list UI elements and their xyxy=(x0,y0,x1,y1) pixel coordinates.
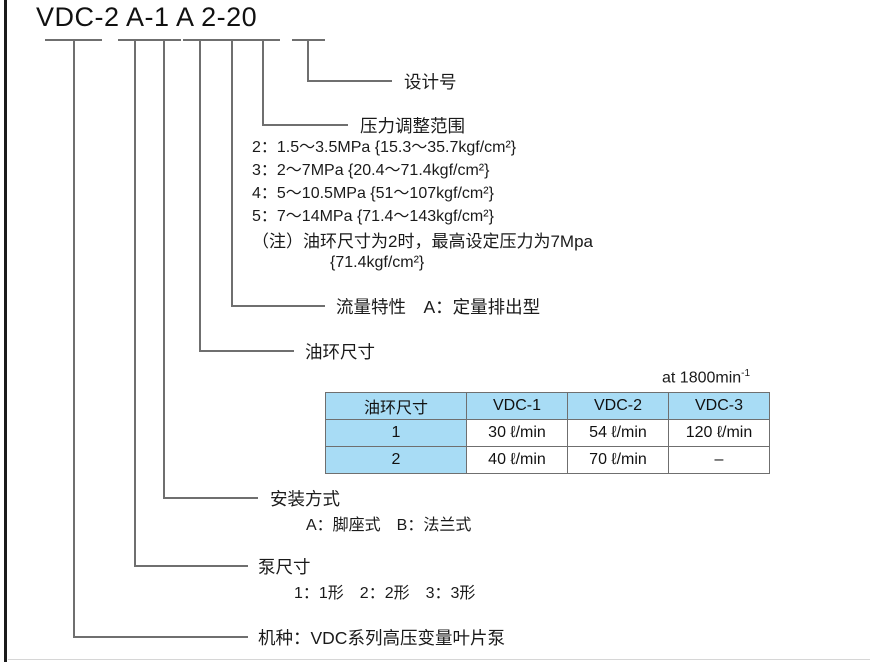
page-left-rule xyxy=(4,0,7,662)
leader-stem-mounting-type xyxy=(163,39,165,498)
label-flow-characteristic: 流量特性 A：定量排出型 xyxy=(336,297,541,317)
pressure-note-line2: {71.4kgf/cm²} xyxy=(330,254,425,271)
table-row: 2 40 ℓ/min 70 ℓ/min – xyxy=(325,446,770,474)
table-cell: 30 ℓ/min xyxy=(466,419,568,447)
table-header-cell: VDC-1 xyxy=(466,392,568,420)
table-cell: – xyxy=(668,446,770,474)
leader-stem-pump-size xyxy=(134,39,136,566)
table-row: 1 30 ℓ/min 54 ℓ/min 120 ℓ/min xyxy=(325,419,770,447)
pressure-options-list: 2：1.5～3.5MPa {15.3～35.7kgf/cm²} 3：2～7MPa… xyxy=(252,136,516,228)
leader-stem-pressure-range xyxy=(262,39,264,125)
pressure-option: 2：1.5～3.5MPa {15.3～35.7kgf/cm²} xyxy=(252,139,517,156)
label-mounting-type: 安装方式 xyxy=(270,489,340,509)
pressure-option: 5：7～14MPa {71.4～143kgf/cm²} xyxy=(252,208,494,225)
label-pump-size-options: 1：1形 2：2形 3：3形 xyxy=(294,585,476,602)
pressure-note-line1: （注）油环尺寸为2时，最高设定压力为7Mpa xyxy=(252,232,593,251)
leader-run-flow-characteristic xyxy=(231,305,325,307)
leader-run-design-no xyxy=(307,80,392,82)
pressure-option: 3：2～7MPa {20.4～71.4kgf/cm²} xyxy=(252,162,490,179)
label-pump-size: 泵尺寸 xyxy=(258,557,311,577)
pressure-option: 4：5～10.5MPa {51～107kgf/cm²} xyxy=(252,185,494,202)
leader-run-mounting-type xyxy=(163,497,258,499)
flow-table-caption-sup: -1 xyxy=(741,368,751,379)
table-cell: 120 ℓ/min xyxy=(668,419,770,447)
flow-table-caption-text: at 1800min xyxy=(662,369,742,387)
label-mounting-options: A：脚座式 B：法兰式 xyxy=(306,517,472,534)
leader-stem-oil-ring-size xyxy=(199,39,201,351)
model-number-title: VDC-2 A-1 A 2-20 xyxy=(36,2,258,32)
label-oil-ring-size: 油环尺寸 xyxy=(305,342,375,362)
table-cell: 40 ℓ/min xyxy=(466,446,568,474)
leader-run-pressure-range xyxy=(262,124,348,126)
table-header-cell: VDC-3 xyxy=(668,392,770,420)
table-cell: 1 xyxy=(325,419,467,447)
leader-run-pump-size xyxy=(134,565,248,567)
table-cell: 54 ℓ/min xyxy=(567,419,669,447)
leader-stem-design-no xyxy=(307,39,309,81)
table-cell: 2 xyxy=(325,446,467,474)
page-bottom-rule xyxy=(8,659,870,660)
table-cell: 70 ℓ/min xyxy=(567,446,669,474)
label-design-no: 设计号 xyxy=(404,72,457,92)
table-header-cell: VDC-2 xyxy=(567,392,669,420)
flow-rate-table: 油环尺寸 VDC-1 VDC-2 VDC-3 1 30 ℓ/min 54 ℓ/m… xyxy=(325,392,770,474)
table-header-cell: 油环尺寸 xyxy=(325,392,467,420)
flow-table-caption: at 1800min-1 xyxy=(662,368,750,387)
leader-stem-flow-characteristic xyxy=(231,39,233,306)
label-pressure-range-title: 压力调整范围 xyxy=(360,116,465,136)
leader-run-model-type xyxy=(73,636,248,638)
table-header-row: 油环尺寸 VDC-1 VDC-2 VDC-3 xyxy=(325,392,770,420)
label-model-type: 机种：VDC系列高压变量叶片泵 xyxy=(258,628,505,648)
leader-run-oil-ring-size xyxy=(199,350,294,352)
leader-stem-model-type xyxy=(73,39,75,637)
